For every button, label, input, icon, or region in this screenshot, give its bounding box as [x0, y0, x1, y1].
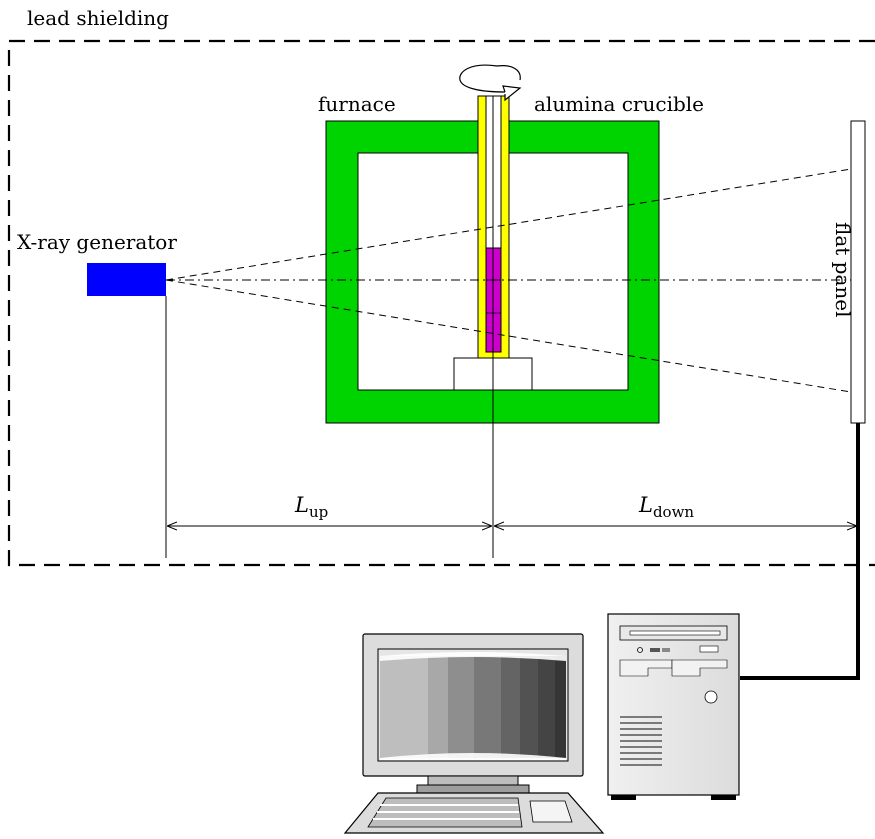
- lead-shielding: [7, 39, 875, 567]
- monitor-icon: [362, 633, 584, 794]
- keyboard-icon: [343, 792, 605, 834]
- alumina-crucible-label: alumina crucible: [534, 92, 704, 116]
- l-up-label: Lup: [294, 493, 328, 521]
- desktop-tower-icon: [607, 613, 740, 800]
- lead-shielding-label: lead shielding: [27, 6, 169, 30]
- rotation-arrow-icon: [459, 64, 522, 102]
- furnace-label: furnace: [318, 92, 396, 116]
- dimension-lines: [165, 296, 857, 558]
- flat-panel-label: flat panel: [831, 222, 855, 318]
- xray-generator: [87, 263, 166, 296]
- data-cable: [740, 423, 860, 680]
- xray-generator-label: X-ray generator: [17, 230, 177, 254]
- xray-beam: [165, 168, 852, 393]
- l-down-label: Ldown: [638, 493, 694, 521]
